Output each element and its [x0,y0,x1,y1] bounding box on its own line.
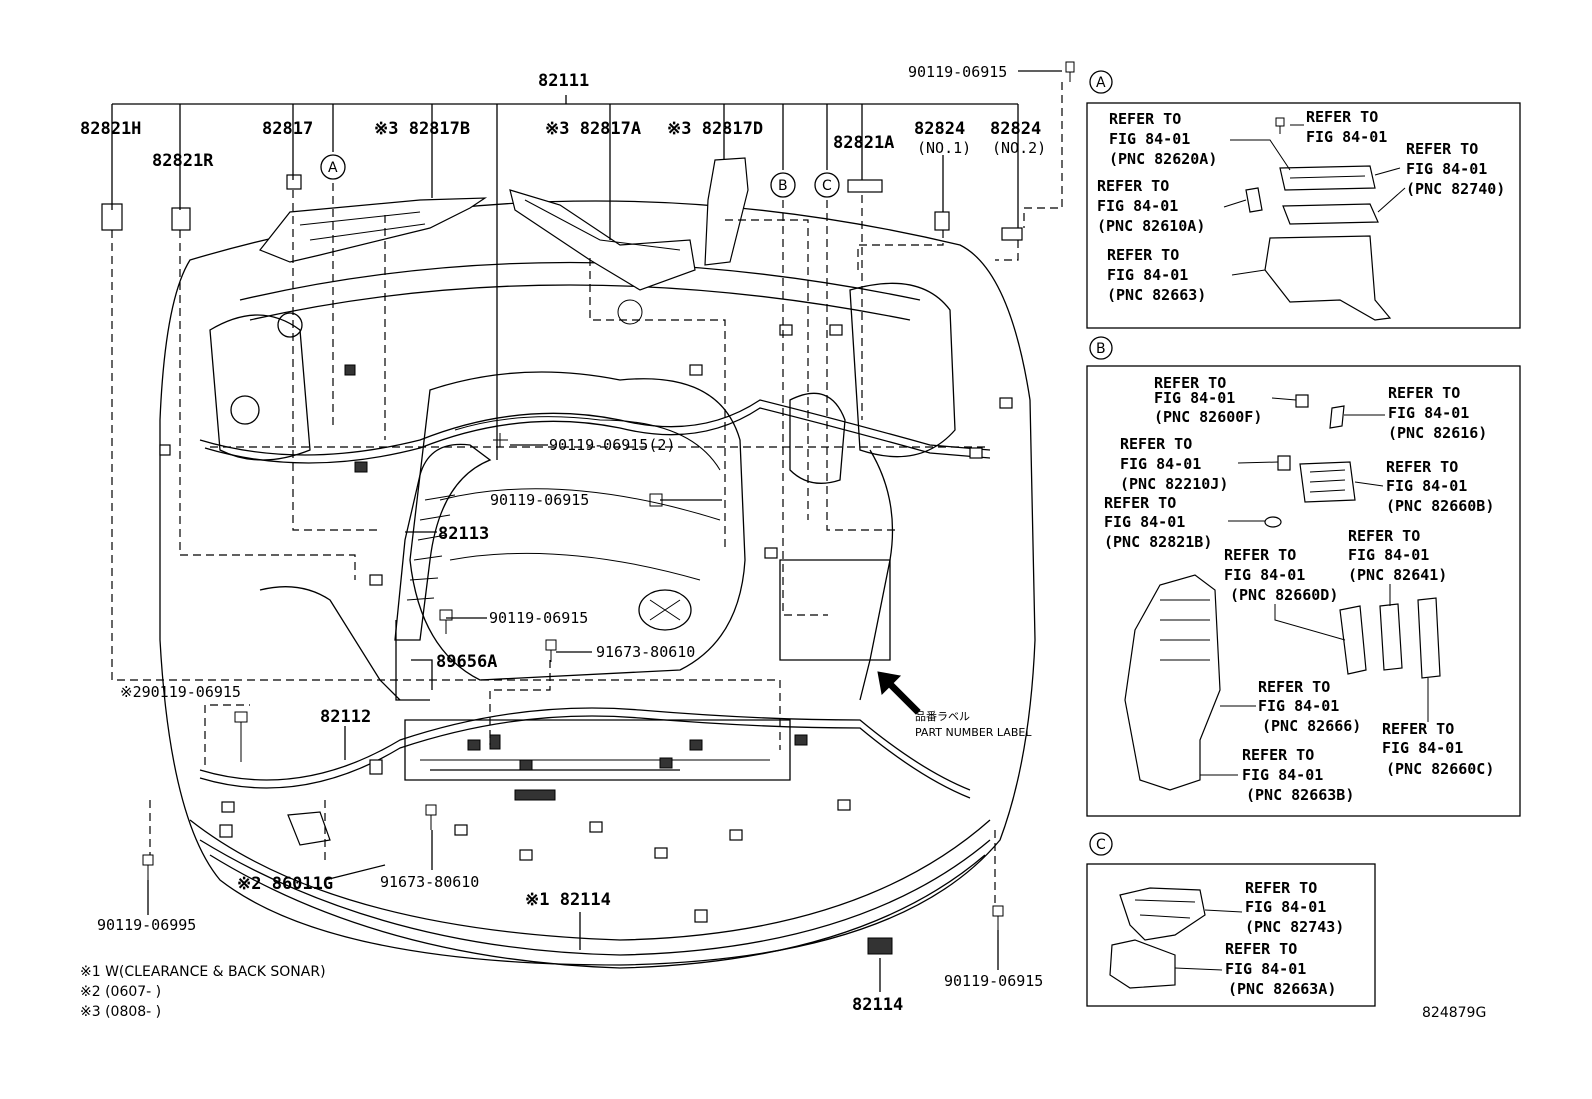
callout-a: A [328,160,338,176]
panel-c-letter: C [1096,837,1106,853]
part-label-arrow [877,671,921,715]
label-bolt-3: 90119-06915 [490,491,589,509]
callout-c: C [822,178,832,194]
label-82824-no1: 82824 [914,119,965,139]
panel-a-r2-l1: REFER TO [1306,108,1378,126]
label-82817a: ※3 82817A [545,119,641,139]
panel-b-r10-l1: REFER TO [1242,746,1314,764]
panel-b-r5-l1: REFER TO [1104,494,1176,512]
panel-b-r3-l2: FIG 84-01 [1120,455,1201,473]
label-82817b: ※3 82817B [374,119,470,139]
leader-lines [111,70,1063,992]
panel-a-r3-l1: REFER TO [1406,140,1478,158]
panel-b-r2-l1: REFER TO [1388,384,1460,402]
panel-b-r4-l1: REFER TO [1386,458,1458,476]
panel-a-r4-l3: (PNC 82610A) [1097,217,1205,235]
panel-b-r7-l2: FIG 84-01 [1224,566,1305,584]
panel-a-r4-l2: FIG 84-01 [1097,197,1178,215]
label-82817d: ※3 82817D [667,119,763,139]
label-82114: 82114 [852,995,903,1015]
panel-a-r1-l2: FIG 84-01 [1109,130,1190,148]
panel-c-r1-l2: FIG 84-01 [1245,898,1326,916]
panel-a-r4-l1: REFER TO [1097,177,1169,195]
label-82112: 82112 [320,707,371,727]
panel-a-r3-l3: (PNC 82740) [1406,180,1505,198]
panel-b-r9-l1: REFER TO [1382,720,1454,738]
panel-b-r2-l2: FIG 84-01 [1388,404,1469,422]
label-82111: 82111 [538,71,589,91]
panel-b-r3-l1: REFER TO [1120,435,1192,453]
note-3: ※3 (0808- ) [80,1004,161,1020]
panel-b-letter: B [1096,341,1106,357]
label-bolt-5: 91673-80610 [596,643,695,661]
note-2: ※2 (0607- ) [80,984,161,1000]
label-82821r: 82821R [152,151,214,171]
panel-a-r5-l2: FIG 84-01 [1107,266,1188,284]
label-82821a: 82821A [833,133,894,153]
panel-c-r1-l3: (PNC 82743) [1245,918,1344,936]
figure-id: 824879G [1422,1005,1486,1021]
panel-c-r2-l3: (PNC 82663A) [1228,980,1336,998]
panel-b-r10-l2: FIG 84-01 [1242,766,1323,784]
panel-b-r9-l2: FIG 84-01 [1382,739,1463,757]
panel-a-r2-l2: FIG 84-01 [1306,128,1387,146]
label-part-number-jp: 品番ラベル [915,710,970,723]
label-82824-no2: 82824 [990,119,1041,139]
panel-b-r6-l1: REFER TO [1348,527,1420,545]
panel-b-r1-l2: FIG 84-01 [1154,389,1235,407]
panel-c-r1-l1: REFER TO [1245,879,1317,897]
label-82821h: 82821H [80,119,141,139]
label-bolt-2: 90119-06915(2) [549,436,675,454]
engine-bay-illustration [101,61,1075,969]
label-bolt-8: 90119-06995 [97,916,196,934]
callout-b: B [778,178,788,194]
panel-c-r2-l2: FIG 84-01 [1225,960,1306,978]
note-1: ※1 W(CLEARANCE & BACK SONAR) [80,964,326,980]
label-bolt-top: 90119-06915 [908,63,1007,81]
panel-b-r8-l3: (PNC 82666) [1262,717,1361,735]
panel-b-r8-l2: FIG 84-01 [1258,697,1339,715]
label-part-number-en: PART NUMBER LABEL [915,726,1032,739]
label-bolt-9: 90119-06915 [944,972,1043,990]
callouts-main: A B C [320,154,840,198]
panel-a: A REFER TO FIG 84-01 (PNC 82620A) REFER … [1086,70,1521,329]
label-82114-sonar: ※1 82114 [525,890,611,910]
label-bolt-6: ※290119-06915 [120,683,241,701]
panel-b-r4-l2: FIG 84-01 [1386,477,1467,495]
panel-b-r6-l3: (PNC 82641) [1348,566,1447,584]
panel-b: B REFER TO FIG 84-01 (PNC 82600F) REFER … [1086,336,1521,817]
panel-a-r3-l2: FIG 84-01 [1406,160,1487,178]
label-82113: 82113 [438,524,489,544]
label-82824-no1-sub: (NO.1) [917,139,971,157]
panel-b-r6-l2: FIG 84-01 [1348,546,1429,564]
panel-a-r1-l1: REFER TO [1109,110,1181,128]
panel-b-r8-l1: REFER TO [1258,678,1330,696]
panel-b-r5-l3: (PNC 82821B) [1104,533,1212,551]
panel-c-r2-l1: REFER TO [1225,940,1297,958]
label-86011g: ※2 86011G [237,874,333,894]
part-labels: 82111 82821H 82821R 82817 ※3 82817B ※3 8… [80,63,1486,1021]
label-bolt-7: 91673-80610 [380,873,479,891]
panel-a-r5-l1: REFER TO [1107,246,1179,264]
panel-b-r7-l1: REFER TO [1224,546,1296,564]
panel-b-r5-l2: FIG 84-01 [1104,513,1185,531]
panel-b-r10-l3: (PNC 82663B) [1246,786,1354,804]
panel-b-r7-l3: (PNC 82660D) [1230,586,1338,604]
panel-b-r2-l3: (PNC 82616) [1388,424,1487,442]
panel-a-r1-l3: (PNC 82620A) [1109,150,1217,168]
panel-b-r3-l3: (PNC 82210J) [1120,475,1228,493]
panel-a-r5-l3: (PNC 82663) [1107,286,1206,304]
label-bolt-4: 90119-06915 [489,609,588,627]
panel-a-letter: A [1096,75,1106,91]
panel-b-r4-l3: (PNC 82660B) [1386,497,1494,515]
label-82817: 82817 [262,119,313,139]
panel-b-r1-l3: (PNC 82600F) [1154,408,1262,426]
panel-b-r1-l1: REFER TO [1154,374,1226,392]
panel-c: C REFER TO FIG 84-01 (PNC 82743) REFER T… [1086,832,1376,1007]
panel-b-r9-l3: (PNC 82660C) [1386,760,1494,778]
label-82824-no2-sub: (NO.2) [992,139,1046,157]
label-89656a: 89656A [436,652,497,672]
